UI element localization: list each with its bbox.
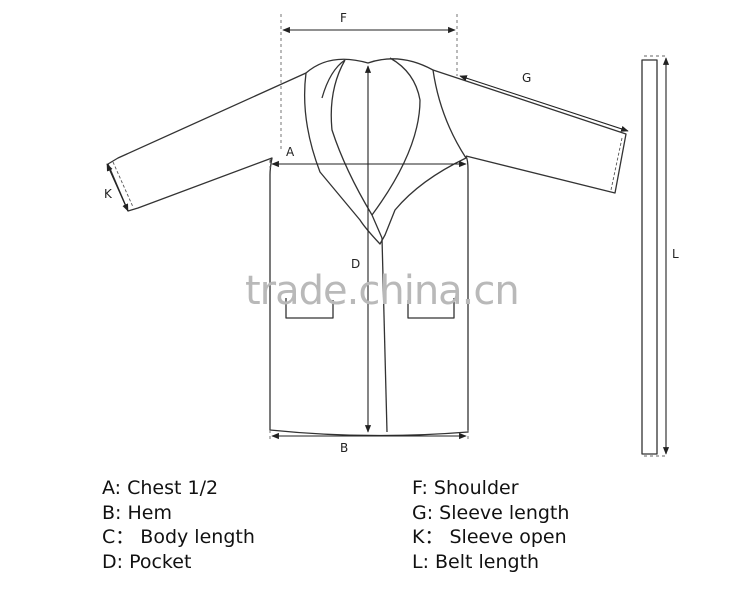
- label-d: D: [351, 257, 360, 271]
- lapel-left: [321, 59, 383, 239]
- label-g: G: [522, 71, 531, 85]
- collar: [304, 58, 467, 245]
- dim-k-arrow: [106, 163, 129, 212]
- cuff-left-dash: [112, 161, 134, 208]
- right-sleeve: [432, 69, 627, 194]
- dim-g-arrow: [459, 75, 629, 132]
- left-sleeve: [107, 72, 307, 212]
- belt: [641, 59, 658, 455]
- legend-item: C： Body length: [102, 526, 255, 548]
- legend-item: K： Sleeve open: [412, 526, 567, 548]
- legend-item: D: Pocket: [102, 550, 192, 573]
- legend-right: F: Shoulder G: Sleeve length K： Sleeve o…: [412, 476, 569, 574]
- legend-left: A: Chest 1/2 B: Hem C： Body length D: Po…: [102, 476, 255, 574]
- label-b: B: [340, 441, 348, 455]
- pocket-left: [285, 298, 334, 319]
- pocket-right: [407, 298, 455, 319]
- legend-item: B: Hem: [102, 501, 172, 524]
- label-k: K: [104, 187, 113, 201]
- front-opening: [381, 237, 388, 433]
- label-f: F: [340, 11, 347, 25]
- label-l: L: [672, 247, 679, 261]
- legend-item: F: Shoulder: [412, 477, 519, 499]
- legend-item: L: Belt length: [412, 550, 540, 573]
- lapel-right: [371, 57, 421, 216]
- label-a: A: [286, 145, 295, 159]
- legend-item: G: Sleeve length: [412, 501, 570, 524]
- cuff-right-dash: [610, 137, 623, 191]
- legend-item: A: Chest 1/2: [102, 477, 219, 499]
- watermark: trade.china.cn: [245, 268, 519, 314]
